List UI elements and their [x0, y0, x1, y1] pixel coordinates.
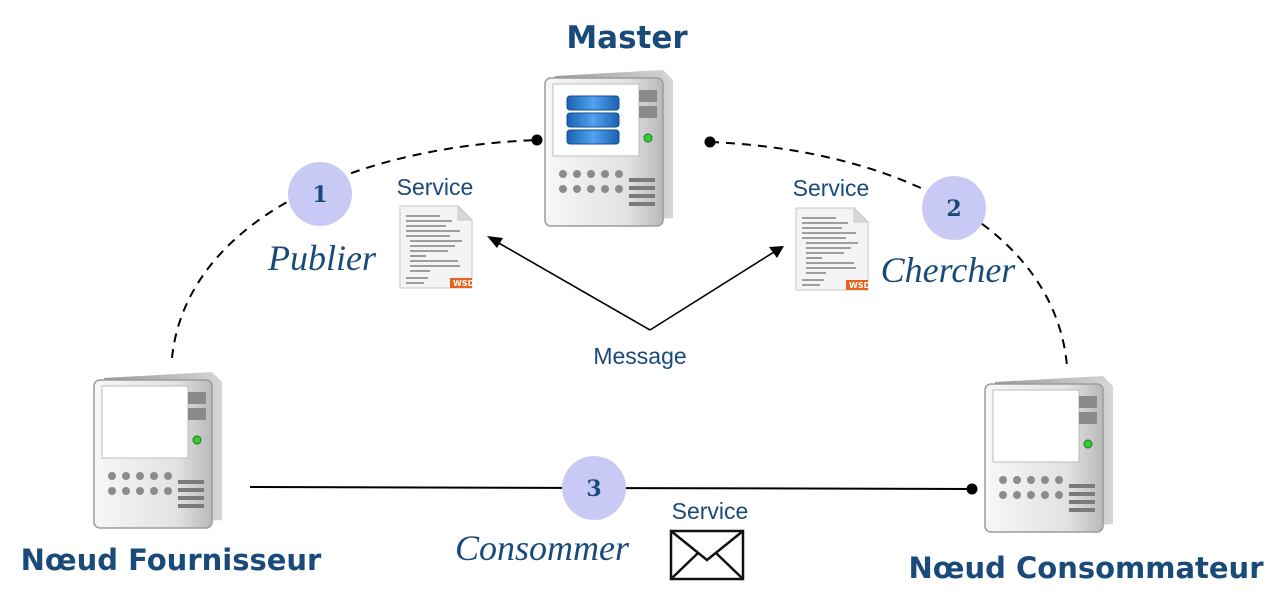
database-icon	[565, 92, 621, 152]
consume-connector-end-dot	[966, 483, 978, 495]
step-1-circle	[288, 162, 352, 226]
step-3-number: 3	[586, 476, 601, 502]
search-connector-end-dot	[704, 136, 716, 148]
step-2-label: Chercher	[881, 250, 1017, 290]
message-arrow-right	[649, 251, 775, 331]
step-1-label: Publier	[267, 238, 377, 278]
step-2-circle	[922, 176, 986, 240]
master-title: Master	[566, 20, 688, 56]
step-1-number: 1	[312, 182, 327, 208]
service-label-right: Service	[793, 175, 870, 201]
consumer-server-icon	[984, 375, 1114, 533]
step-2-number: 2	[946, 196, 961, 222]
publish-connector-end-dot	[531, 134, 543, 146]
message-arrow-left	[496, 241, 651, 331]
wsdl-document-icon-left: WSDL	[399, 205, 479, 289]
provider-node-title: Nœud Fournisseur	[21, 543, 322, 577]
search-dashed-connector	[709, 141, 1068, 367]
provider-server-icon	[93, 371, 223, 529]
wsdl-document-icon-right: WSDL	[795, 207, 875, 291]
message-arrow-left-head	[487, 236, 503, 248]
step-3-circle	[562, 456, 626, 520]
wsdl-badge-right: WSDL	[849, 281, 875, 290]
step-3-label: Consommer	[455, 528, 630, 568]
message-arrow-right-head	[769, 246, 784, 258]
wsdl-badge-left: WSDL	[453, 279, 479, 288]
message-label: Message	[593, 343, 686, 369]
service-label-bottom: Service	[672, 498, 749, 524]
consumer-node-title: Nœud Consommateur	[908, 551, 1264, 585]
service-label-left: Service	[397, 174, 474, 200]
master-server-icon	[544, 69, 674, 227]
envelope-icon	[669, 529, 745, 581]
publish-dashed-connector	[171, 139, 538, 359]
